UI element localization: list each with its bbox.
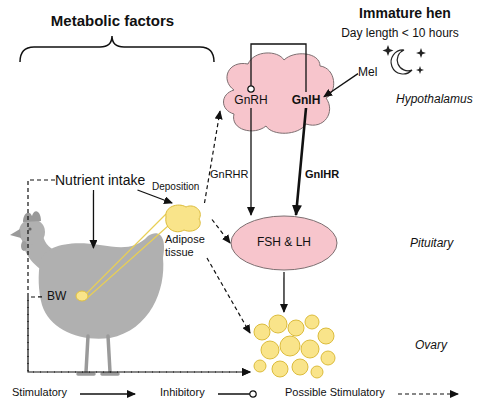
star-symbol xyxy=(416,48,426,58)
ovary-follicle xyxy=(311,366,323,378)
ovary-follicle xyxy=(254,360,266,372)
curly-brace xyxy=(20,36,214,62)
figure-label: Immature hen xyxy=(340,5,470,21)
figure-label: Day length < 10 hours xyxy=(325,26,475,40)
ovary-follicle xyxy=(318,328,334,344)
hormone-node: GnRH xyxy=(232,92,270,108)
factor-node: Nutrient intake xyxy=(55,170,165,190)
adipose-node: Adipose tissue xyxy=(162,203,212,258)
pituitary-ellipse: FSH & LH Pituitary xyxy=(230,215,470,272)
body-fat-spot xyxy=(76,291,88,301)
melatonin-node: Mel xyxy=(358,64,384,80)
edge-label: GnRHR xyxy=(210,168,250,181)
hen-beak xyxy=(10,229,21,238)
edge-label: Deposition xyxy=(152,181,207,193)
node-text: BW xyxy=(47,289,73,303)
connector xyxy=(324,74,358,97)
legend-text: Possible Stimulatory xyxy=(285,386,395,399)
legend-sample xyxy=(398,393,458,394)
legend-text: Stimulatory xyxy=(12,386,122,399)
connector xyxy=(28,180,250,372)
connector xyxy=(93,190,94,248)
hen-legs xyxy=(78,336,118,374)
hen-comb xyxy=(23,211,41,222)
connector xyxy=(207,258,250,333)
node-text: Mel xyxy=(358,65,384,79)
deposit-leader xyxy=(86,214,168,299)
figure-label: Metabolic factors xyxy=(40,12,185,29)
node-text: GnRH xyxy=(232,93,270,107)
node-text: Nutrient intake xyxy=(55,172,165,188)
body-weight-node: BW xyxy=(42,248,147,338)
hen-wattle xyxy=(21,241,27,251)
connector xyxy=(205,111,221,203)
star-symbol xyxy=(383,45,394,56)
ovary-follicle xyxy=(288,320,304,336)
node-text: FSH & LH xyxy=(230,235,338,249)
star-symbol xyxy=(416,66,424,74)
connector xyxy=(212,220,230,243)
connector xyxy=(296,108,306,215)
ovary-follicle xyxy=(280,336,300,356)
hen-head xyxy=(19,219,45,245)
ovary-follicle xyxy=(305,315,319,329)
ovary-follicle xyxy=(292,359,308,375)
moon-symbol xyxy=(391,50,412,74)
node-text: Adipose tissue xyxy=(165,233,211,259)
cloud-outline xyxy=(224,53,334,133)
adipose-blob xyxy=(166,205,201,232)
pituitary-outline xyxy=(231,216,337,270)
ovary-follicle xyxy=(272,361,288,377)
hen-eye xyxy=(28,227,31,230)
ovary-follicle xyxy=(261,341,279,359)
legend-sample xyxy=(218,393,256,394)
node-text: GnIH xyxy=(288,93,324,107)
region-label: Pituitary xyxy=(410,236,470,250)
connector xyxy=(251,44,306,92)
legend-sample xyxy=(80,393,135,394)
connector xyxy=(283,272,284,312)
connector xyxy=(28,297,250,372)
connector xyxy=(250,108,251,215)
hypothalamus-cloud: Hypothalamus GnRH GnIH xyxy=(220,50,478,135)
region-label: Hypothalamus xyxy=(396,92,476,106)
region-label: Ovary xyxy=(415,338,460,352)
ovary-follicle xyxy=(269,315,287,333)
legend-text: Inhibitory xyxy=(160,386,270,399)
ovary-follicle xyxy=(301,340,319,358)
ovary-node: Ovary xyxy=(250,312,465,382)
ovary-follicle xyxy=(254,324,270,340)
ovary-follicle xyxy=(321,351,335,365)
connector xyxy=(138,190,173,203)
edge-label: GnIHR xyxy=(305,168,345,181)
hormone-node: GnIH xyxy=(288,92,324,108)
